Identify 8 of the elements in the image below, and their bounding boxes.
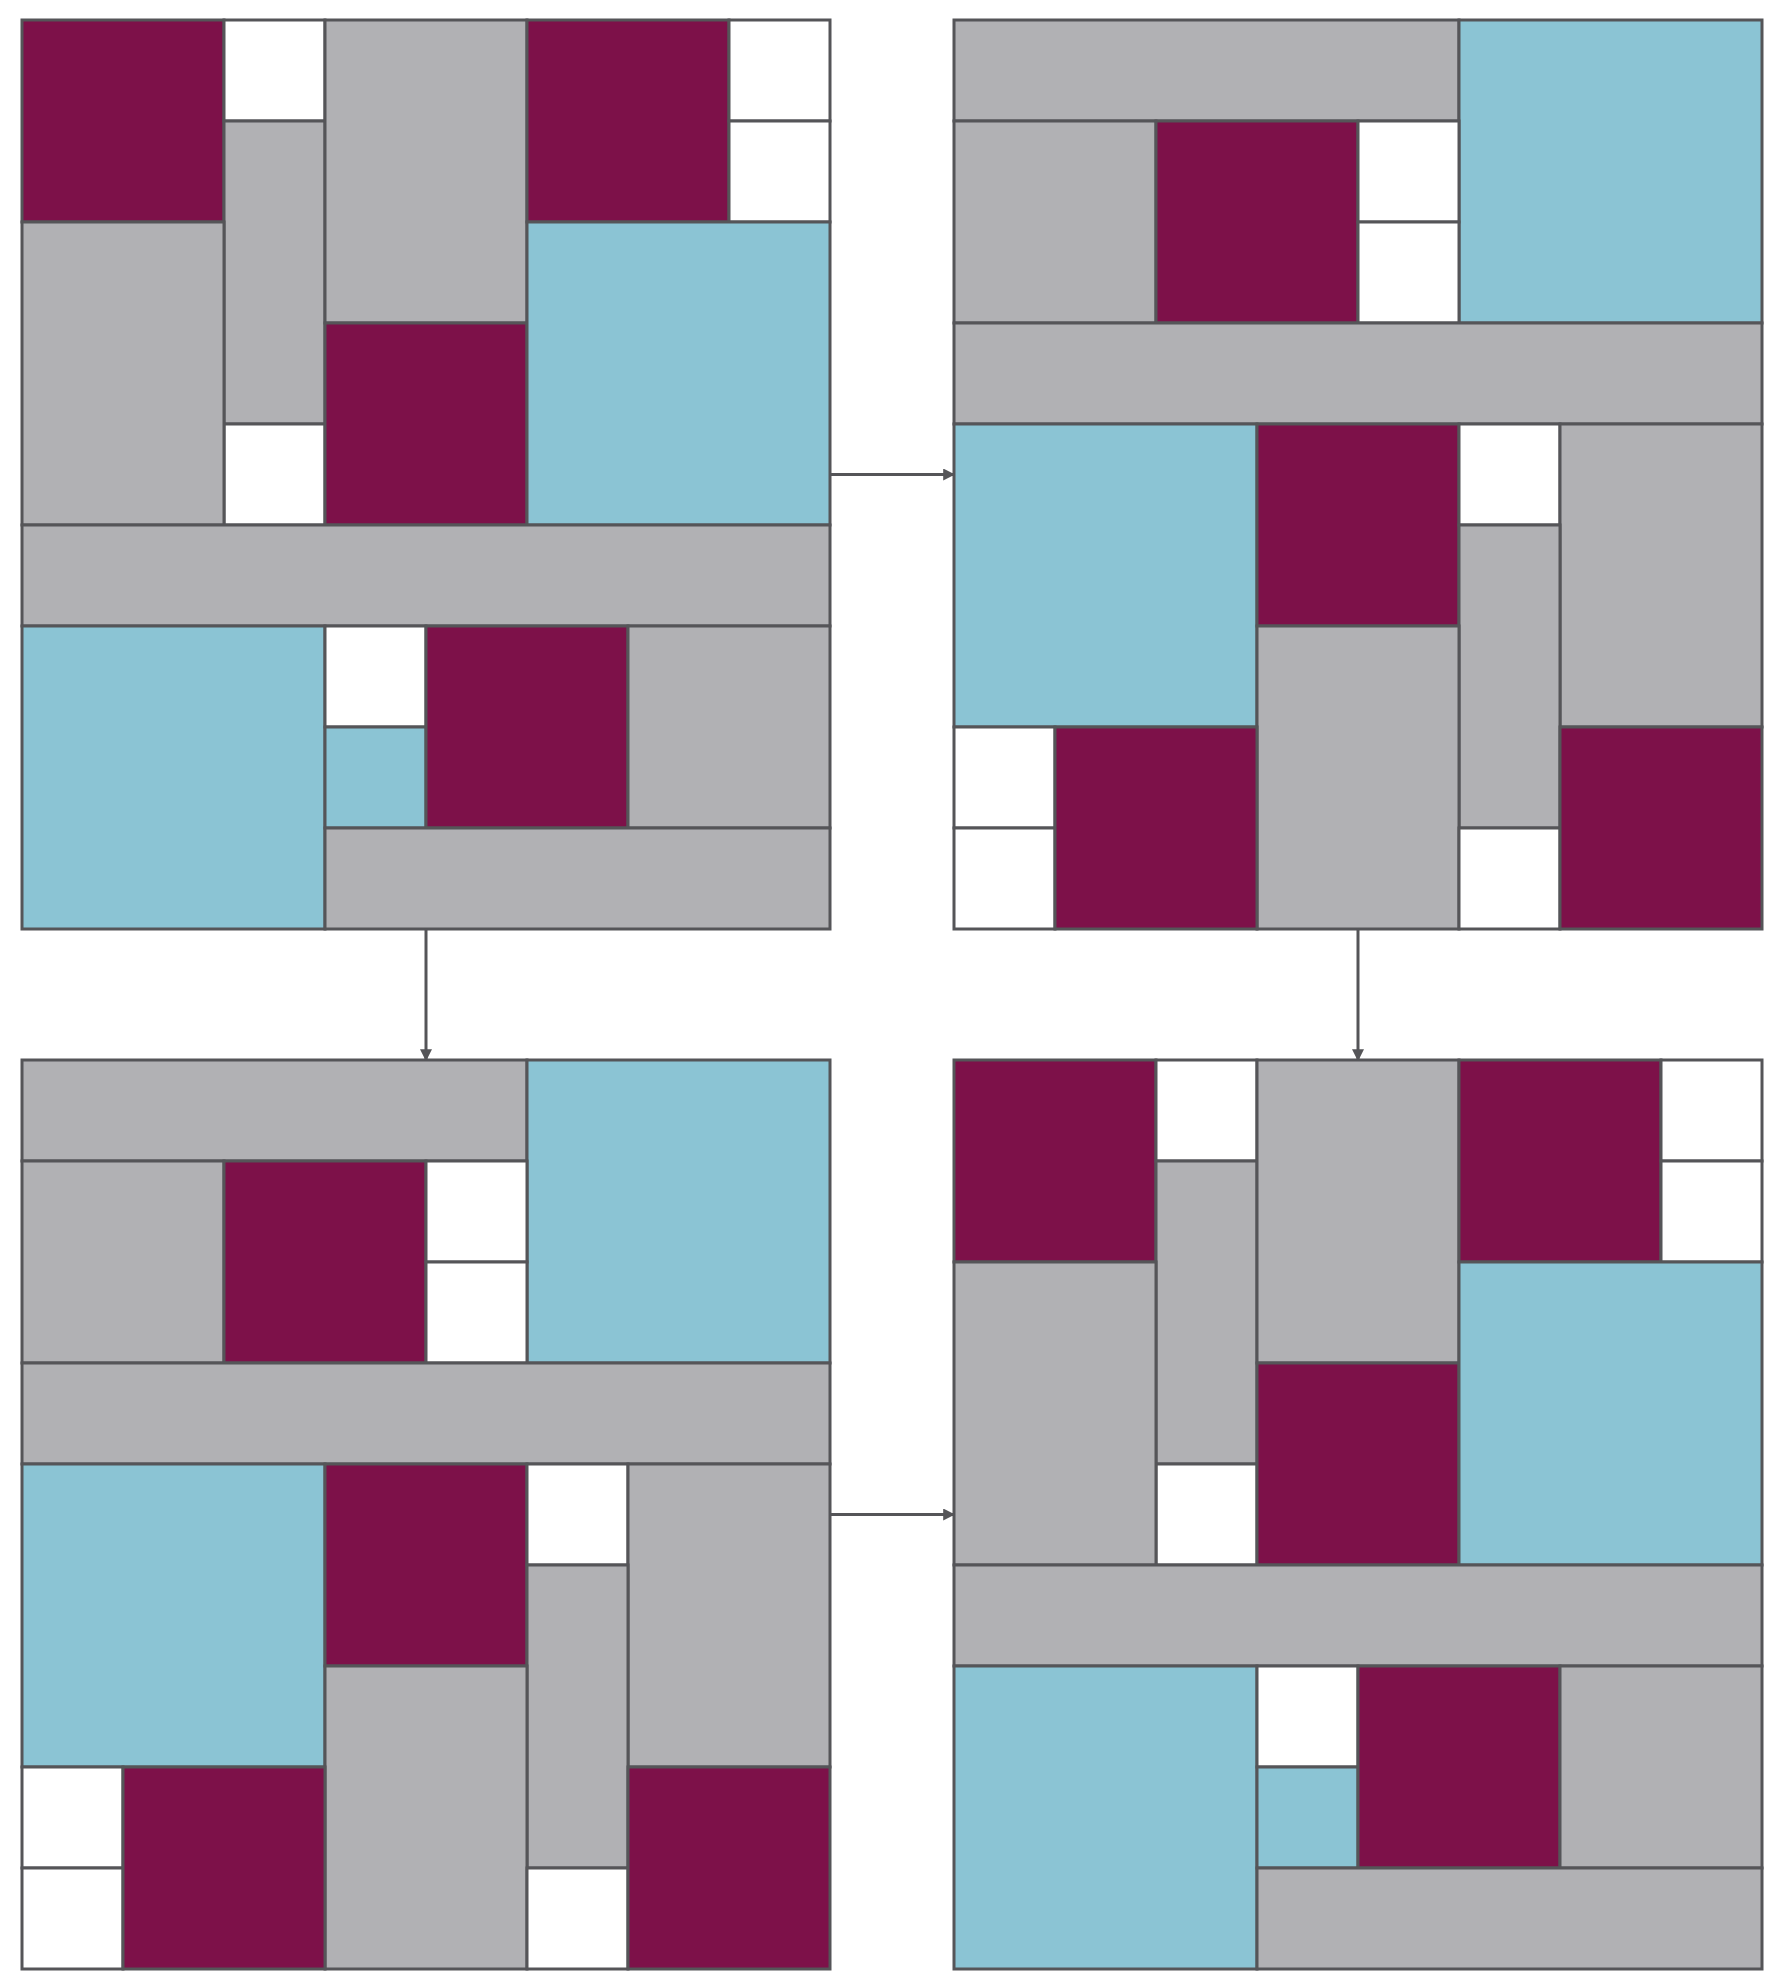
- quilt-block-drawing: [954, 20, 1762, 929]
- arrow: [1352, 929, 1364, 1062]
- quilt-block-drawing: [22, 20, 830, 929]
- quilt-block-drawing: [22, 1060, 830, 1969]
- quilt-block-drawing: [954, 1060, 1762, 1969]
- arrow: [420, 929, 432, 1062]
- arrow: [830, 1508, 956, 1521]
- arrow: [830, 468, 956, 481]
